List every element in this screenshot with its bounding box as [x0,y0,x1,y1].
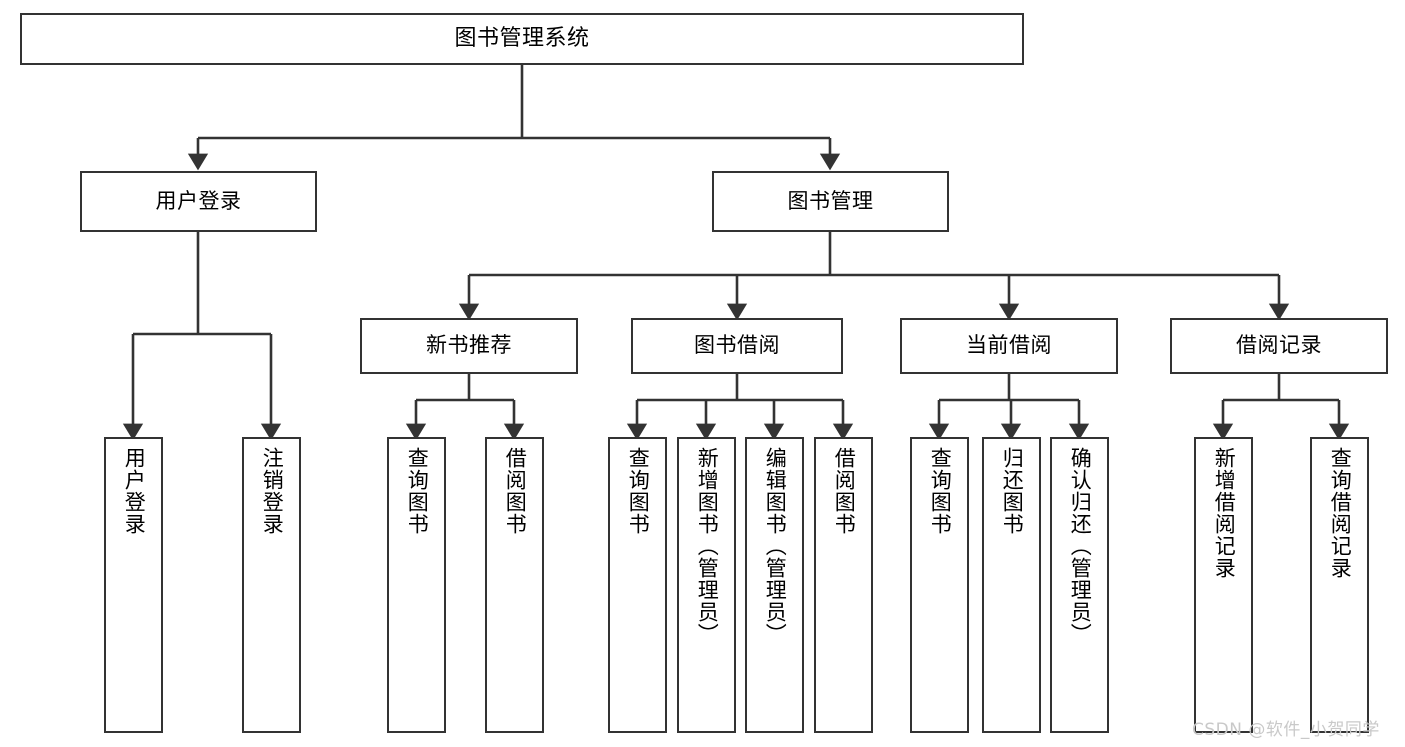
leaf-node-return-book[interactable]: 归还图书 [982,437,1041,733]
node-label: 借阅记录 [1236,333,1322,358]
node-book-management[interactable]: 图书管理 [712,171,949,232]
node-label: 用户登录 [122,447,147,535]
node-user-login[interactable]: 用户登录 [80,171,317,232]
node-label: 用户登录 [155,188,242,213]
node-label: 当前借阅 [966,333,1052,358]
node-label: 新增图书（管理员） [695,447,720,645]
node-borrow-record[interactable]: 借阅记录 [1170,318,1388,374]
node-label: 借阅图书 [832,447,857,535]
leaf-node-add-borrow-record[interactable]: 新增借阅记录 [1194,437,1253,733]
leaf-node-query-book-borrow[interactable]: 查询图书 [608,437,667,733]
leaf-node-edit-book-admin[interactable]: 编辑图书（管理员） [745,437,804,733]
leaf-node-borrow-book-recommend[interactable]: 借阅图书 [485,437,544,733]
leaf-node-query-book-recommend[interactable]: 查询图书 [387,437,446,733]
leaf-node-logout[interactable]: 注销登录 [242,437,301,733]
node-label: 确认归还（管理员） [1068,447,1093,645]
node-label: 注销登录 [260,447,285,535]
node-label: 归还图书 [1000,447,1025,535]
node-label: 借阅图书 [503,447,528,535]
node-book-borrow[interactable]: 图书借阅 [631,318,843,374]
watermark-text: CSDN @软件_小贺同学 [1192,720,1380,740]
leaf-node-add-book-admin[interactable]: 新增图书（管理员） [677,437,736,733]
node-label: 图书管理系统 [454,25,590,51]
leaf-node-confirm-return-admin[interactable]: 确认归还（管理员） [1050,437,1109,733]
leaf-node-query-borrow-record[interactable]: 查询借阅记录 [1310,437,1369,733]
leaf-node-user-login[interactable]: 用户登录 [104,437,163,733]
node-label: 新书推荐 [426,333,512,358]
node-label: 查询图书 [928,447,953,535]
leaf-node-query-book-current[interactable]: 查询图书 [910,437,969,733]
node-label: 查询借阅记录 [1328,447,1353,579]
node-root-system[interactable]: 图书管理系统 [20,13,1024,65]
node-new-book-recommend[interactable]: 新书推荐 [360,318,578,374]
node-label: 新增借阅记录 [1212,447,1237,579]
node-current-borrow[interactable]: 当前借阅 [900,318,1118,374]
leaf-node-borrow-book-borrow[interactable]: 借阅图书 [814,437,873,733]
node-label: 图书管理 [787,188,874,213]
node-label: 查询图书 [405,447,430,535]
node-label: 编辑图书（管理员） [763,447,788,645]
node-label: 图书借阅 [694,333,780,358]
node-label: 查询图书 [626,447,651,535]
